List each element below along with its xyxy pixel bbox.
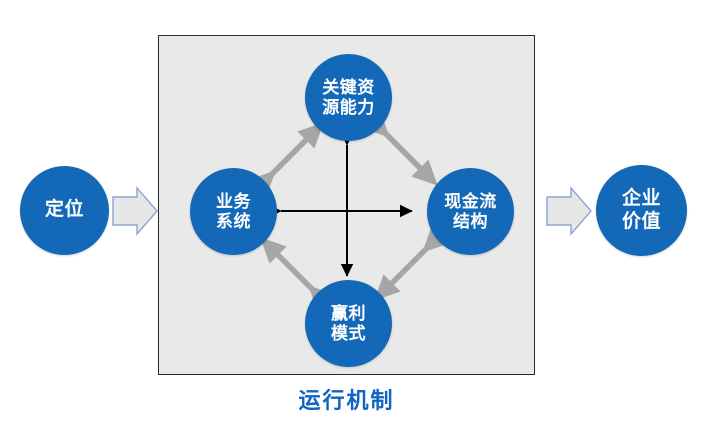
node-positioning[interactable]: 定位: [20, 166, 109, 255]
node-business-system[interactable]: 业务 系统: [190, 168, 277, 255]
node-cashflow-structure-line-2: 结构: [453, 211, 488, 231]
node-profit-model-line-2: 模式: [331, 323, 366, 343]
output-block-arrow: [546, 186, 592, 236]
node-profit-model-line-1: 赢利: [331, 303, 366, 323]
node-key-resource-line-2: 源能力: [322, 97, 375, 117]
node-positioning-line-1: 定位: [44, 199, 84, 221]
node-key-resource-line-1: 关键资: [322, 77, 375, 97]
node-profit-model[interactable]: 赢利 模式: [305, 280, 392, 367]
node-enterprise-value-line-1: 企业: [621, 188, 661, 210]
mechanism-caption: 运行机制: [298, 388, 395, 413]
node-cashflow-structure-line-1: 现金流: [444, 191, 497, 211]
node-enterprise-value[interactable]: 企业 价值: [596, 165, 687, 256]
node-key-resource[interactable]: 关键资 源能力: [305, 54, 392, 141]
node-enterprise-value-line-2: 价值: [621, 210, 661, 232]
node-business-system-line-2: 系统: [216, 211, 251, 231]
node-business-system-line-1: 业务: [216, 191, 251, 211]
input-block-arrow: [112, 186, 158, 236]
node-cashflow-structure[interactable]: 现金流 结构: [427, 168, 514, 255]
